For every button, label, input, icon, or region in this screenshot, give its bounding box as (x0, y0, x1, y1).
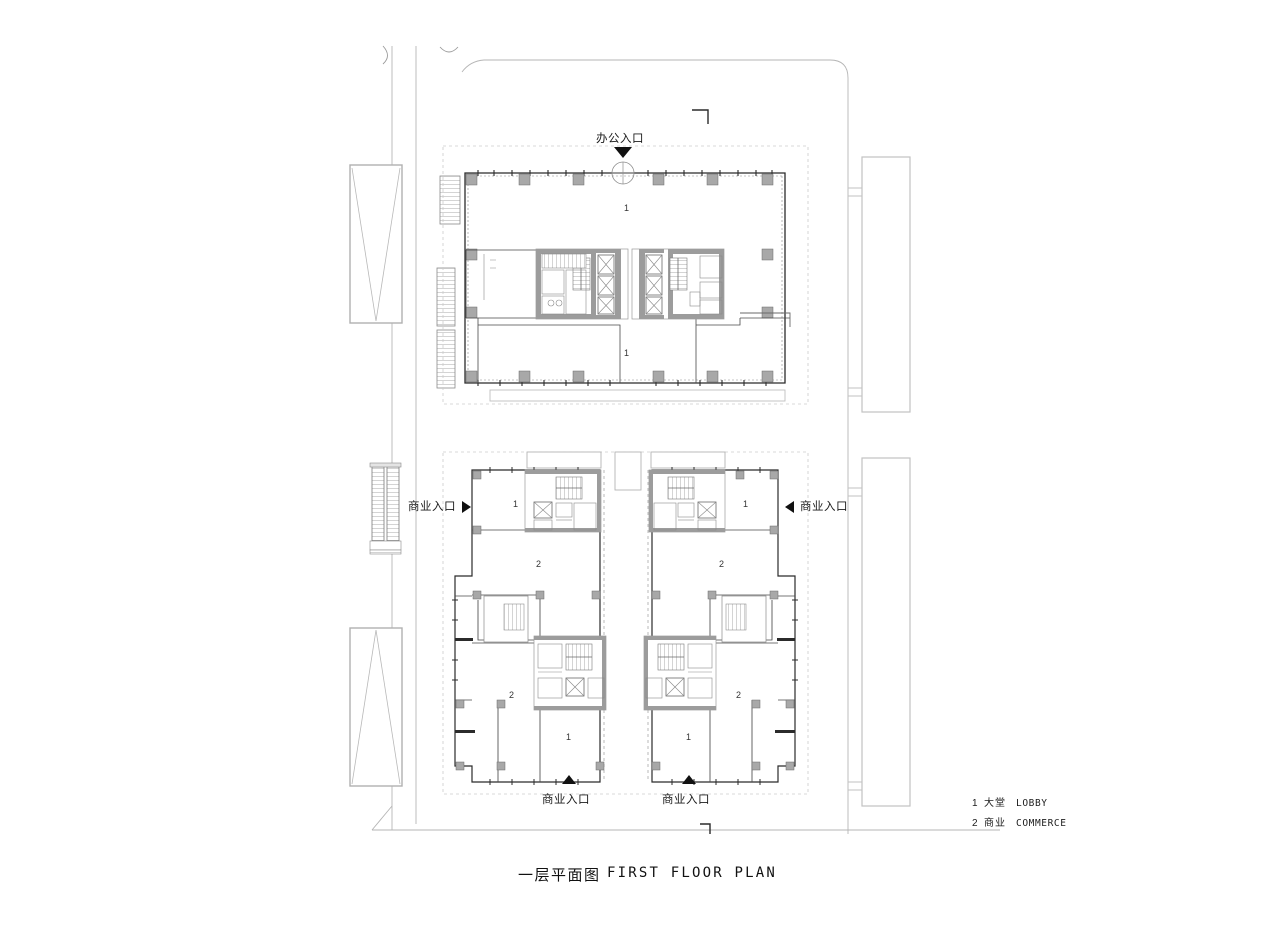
drawing-title-en: FIRST FLOOR PLAN (607, 865, 778, 881)
room-number: 1 (624, 348, 630, 358)
core-upper-west (535, 248, 629, 320)
drawing-title-cn: 一层平面图 (518, 867, 601, 884)
entrance-arrow-commerce-right (785, 501, 794, 513)
entrance-arrow-commerce-bottom-right (682, 775, 696, 784)
room-number: 2 (719, 559, 725, 569)
core-lower-se (643, 635, 717, 711)
stair-west-middle (369, 462, 402, 555)
legend-item-commerce: 2 商业 COMMERCE (972, 814, 1067, 829)
core-lower-ne (648, 469, 726, 533)
room-number: 1 (686, 732, 692, 742)
adjacent-building-north-east (848, 156, 911, 413)
legend-label-en: COMMERCE (1016, 818, 1067, 829)
legend-item-lobby: 1 大堂 LOBBY (972, 794, 1048, 809)
legend-label-cn: 商业 (984, 818, 1006, 829)
legend-label-cn: 大堂 (984, 798, 1006, 809)
room-number: 2 (536, 559, 542, 569)
core-lower-nw (524, 469, 602, 533)
legend-number: 1 (972, 798, 978, 809)
room-number: 2 (736, 690, 742, 700)
entrance-label-commerce-bottom-right: 商业入口 (662, 794, 710, 806)
room-number: 1 (566, 732, 572, 742)
room-number: 2 (509, 690, 515, 700)
site-corner-marker-top (692, 109, 709, 124)
entrance-label-commerce-bottom-left: 商业入口 (542, 794, 590, 806)
room-number: 1 (513, 499, 519, 509)
legend-number: 2 (972, 818, 978, 829)
revolving-door-symbol (611, 161, 635, 185)
entrance-arrow-commerce-bottom-left (562, 775, 576, 784)
core-upper-east (631, 248, 725, 320)
room-number: 1 (743, 499, 749, 509)
ramp-south-west (349, 627, 403, 787)
room-number: 1 (624, 203, 630, 213)
entrance-label-commerce-left: 商业入口 (408, 501, 456, 513)
entrance-label-commerce-right: 商业入口 (800, 501, 848, 513)
legend-label-en: LOBBY (1016, 798, 1048, 809)
stair-west-upper-a (439, 175, 461, 225)
stair-west-upper-b (436, 267, 456, 389)
podium-stair-west (483, 595, 529, 643)
core-lower-sw (533, 635, 607, 711)
adjacent-building-south-east (848, 457, 911, 807)
entrance-arrow-commerce-left (462, 501, 471, 513)
site-corner-marker-bottom (700, 823, 711, 834)
entrance-arrow-office (614, 147, 632, 158)
ramp-north-west (349, 164, 403, 324)
podium-stair-east (721, 595, 767, 643)
entrance-label-office: 办公入口 (596, 133, 644, 145)
